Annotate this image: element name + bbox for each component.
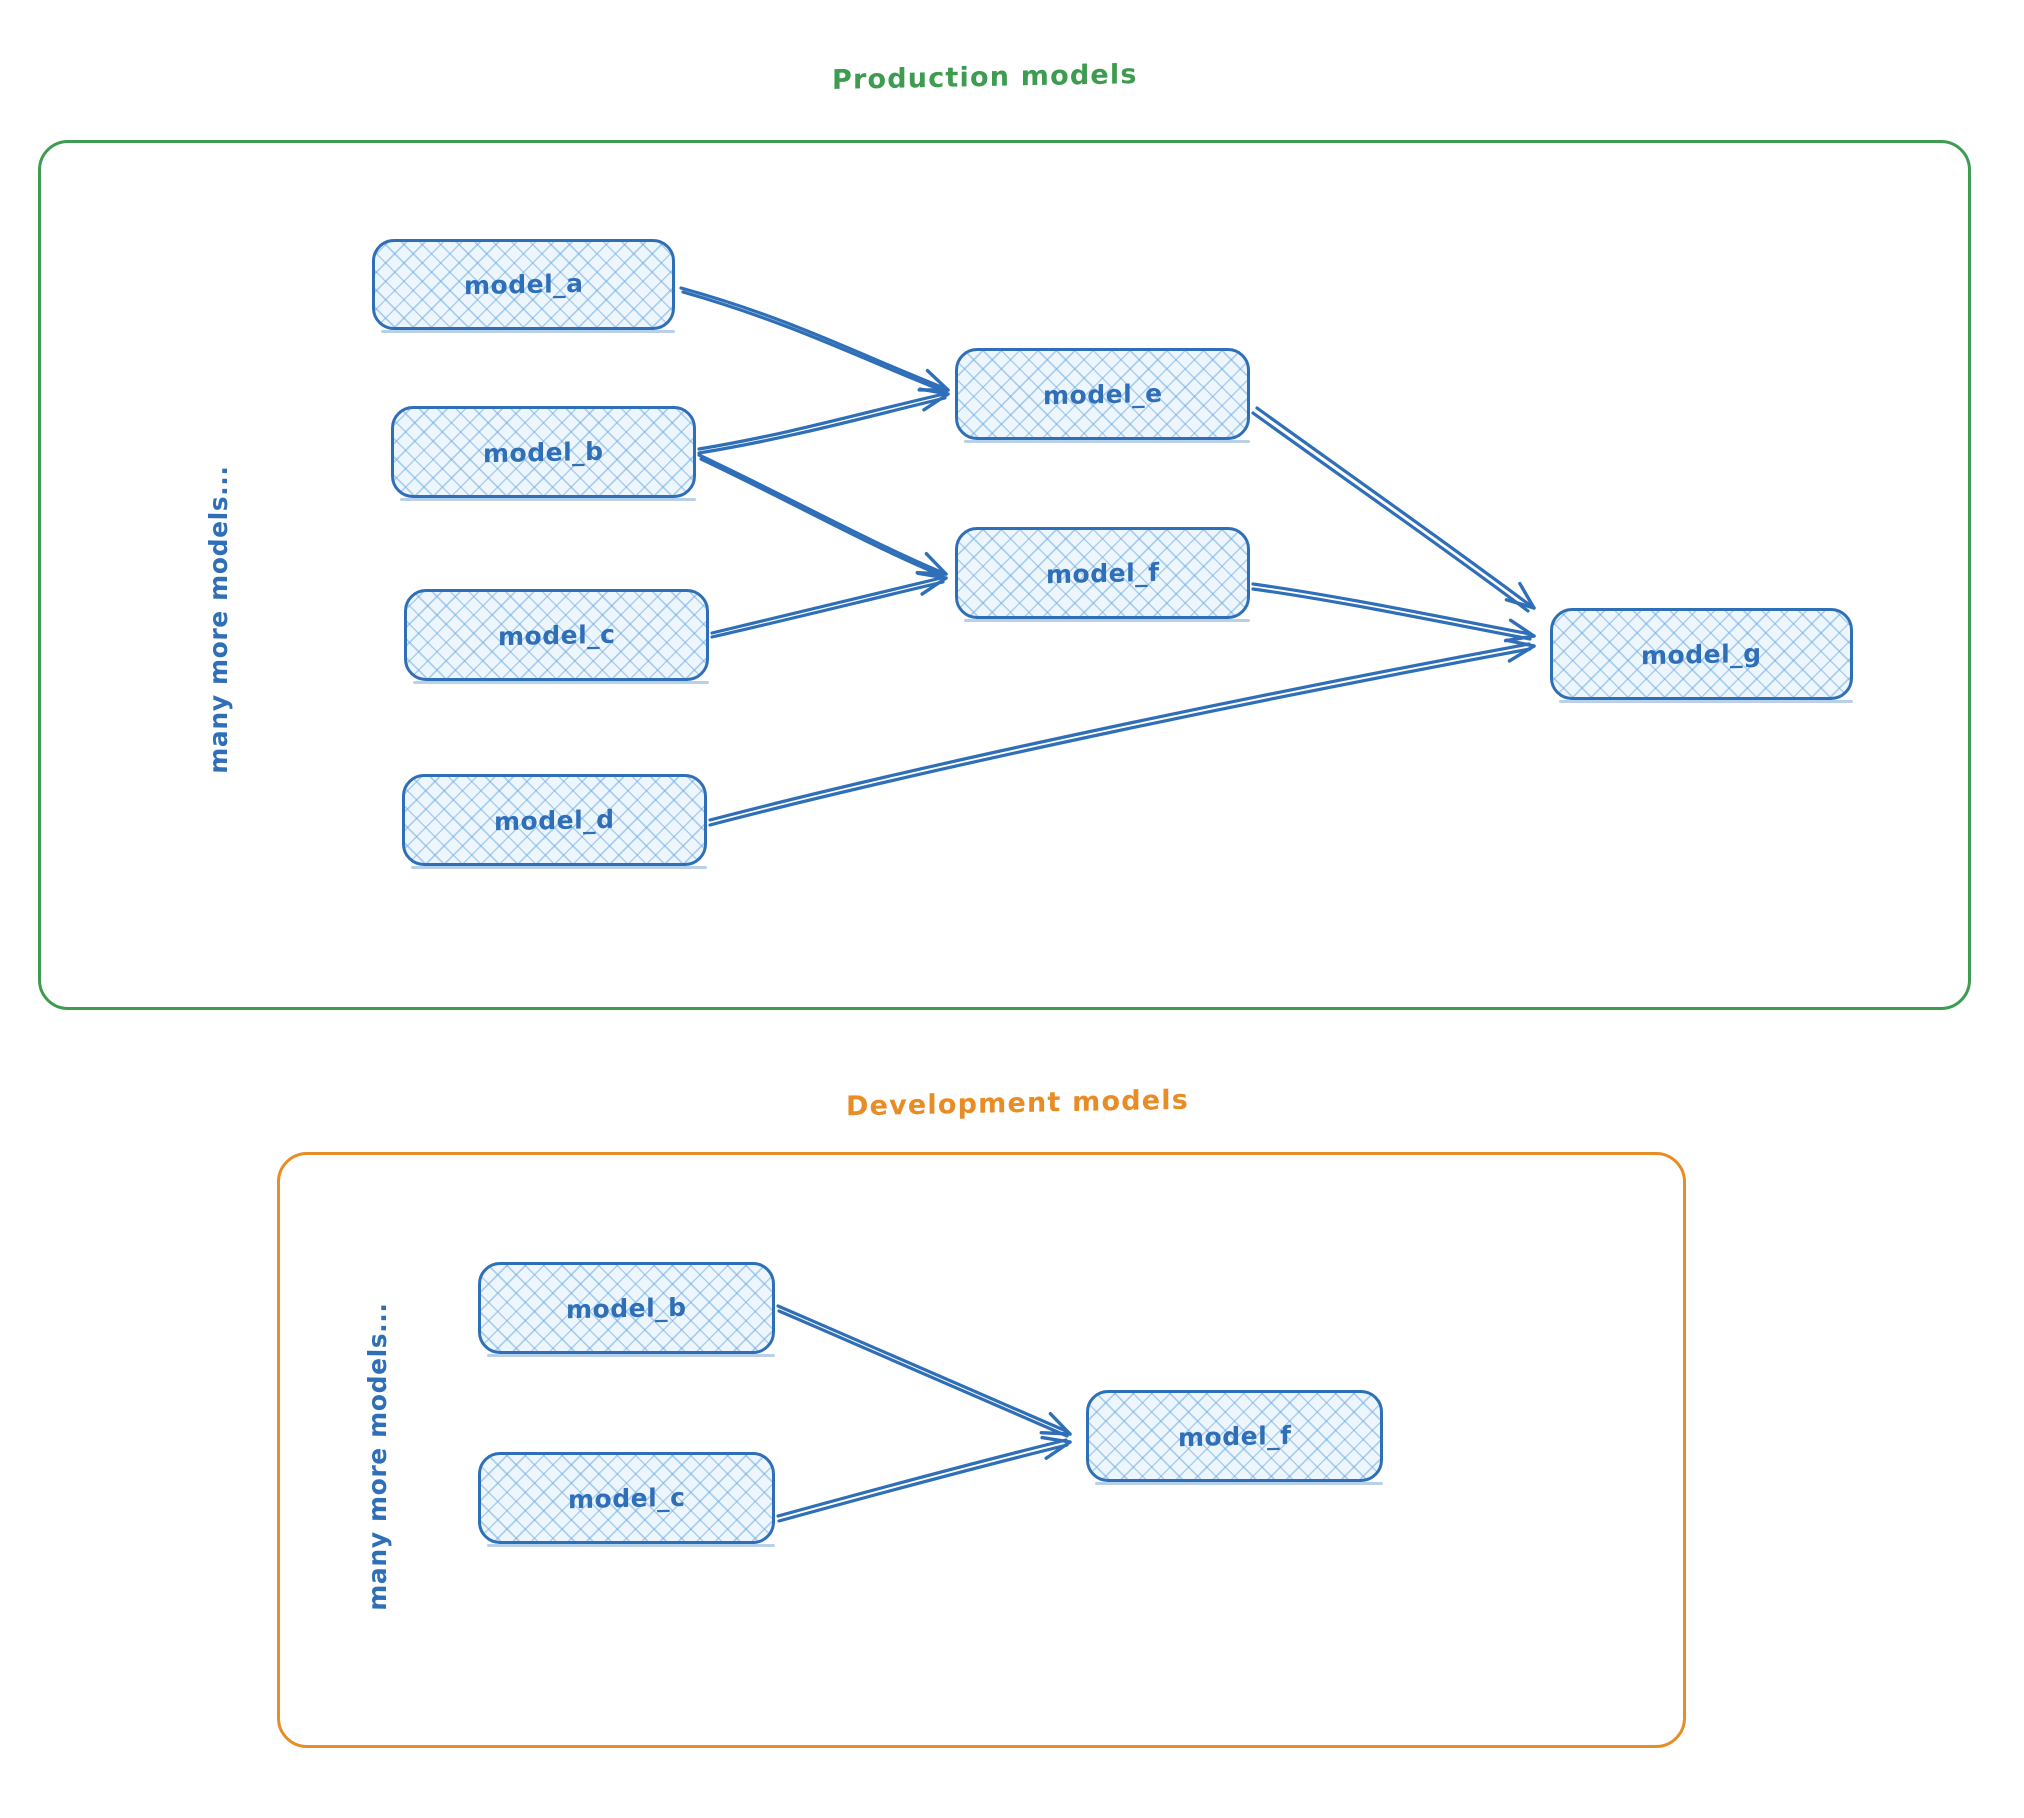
node-label: model_b: [566, 1292, 687, 1324]
node-dev-model-c[interactable]: model_c: [478, 1452, 775, 1547]
node-label: model_a: [463, 268, 584, 301]
production-side-note: many more models...: [204, 465, 233, 774]
node-prod-model-e[interactable]: model_e: [955, 348, 1250, 443]
node-prod-model-b[interactable]: model_b: [391, 406, 696, 501]
node-label: model_c: [567, 1482, 686, 1514]
node-label: model_c: [497, 619, 616, 651]
development-group-label: Development models: [846, 1084, 1189, 1123]
production-group-label: Production models: [832, 59, 1138, 96]
production-group-box: [38, 140, 1971, 1010]
node-dev-model-f[interactable]: model_f: [1086, 1390, 1383, 1485]
node-label: model_d: [494, 804, 615, 836]
node-prod-model-g[interactable]: model_g: [1550, 608, 1853, 703]
development-side-note: many more models...: [363, 1302, 392, 1611]
node-prod-model-d[interactable]: model_d: [402, 774, 707, 869]
node-label: model_f: [1177, 1420, 1292, 1452]
node-label: model_g: [1641, 638, 1762, 670]
node-label: model_e: [1042, 378, 1163, 410]
node-label: model_b: [483, 436, 604, 468]
node-label: model_f: [1045, 557, 1160, 589]
development-group-box: [277, 1152, 1686, 1748]
node-prod-model-a[interactable]: model_a: [372, 239, 675, 333]
node-prod-model-f[interactable]: model_f: [955, 527, 1250, 622]
node-dev-model-b[interactable]: model_b: [478, 1262, 775, 1357]
node-prod-model-c[interactable]: model_c: [404, 589, 709, 684]
